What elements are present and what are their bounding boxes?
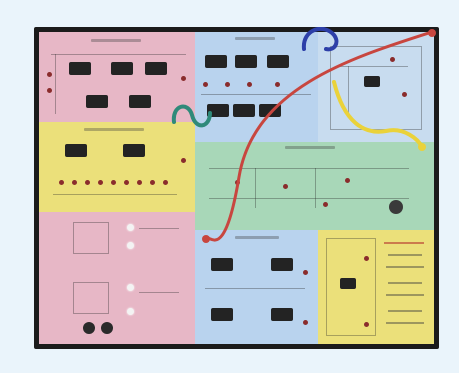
trainer-board xyxy=(34,27,439,349)
patch-wires xyxy=(171,27,436,243)
module-bottom-right-yellow xyxy=(318,230,434,344)
yellow-patch-wire xyxy=(332,80,424,149)
teal-patch-wire xyxy=(171,104,212,128)
module-top-center-blue xyxy=(195,32,318,147)
yellow-wire-plug xyxy=(418,143,426,151)
module-bottom-left-pink xyxy=(39,212,195,344)
module-top-left-pink xyxy=(39,32,195,122)
module-center-green xyxy=(195,142,434,230)
red-patch-wire xyxy=(204,30,434,242)
module-middle-left-yellow xyxy=(39,122,195,212)
module-bottom-center-blue xyxy=(195,230,318,344)
red-wire-plug-top xyxy=(428,29,436,37)
blue-patch-wire xyxy=(301,27,339,52)
red-wire-plug xyxy=(202,235,210,243)
